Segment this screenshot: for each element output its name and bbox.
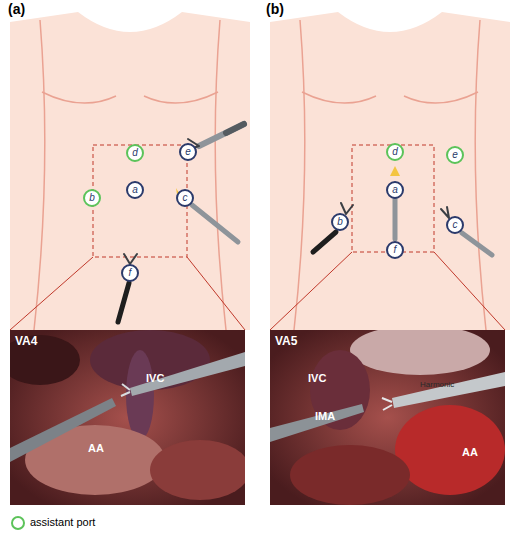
port-letter: c [183, 193, 188, 203]
port-letter: e [185, 147, 191, 157]
legend-entry: assistant port [30, 516, 95, 528]
port-letter: f [394, 245, 397, 255]
anatomy-label: IMA [315, 410, 335, 422]
port-circle: f [121, 264, 139, 282]
port-letter: b [89, 193, 95, 203]
port-circle: b [331, 213, 349, 231]
anatomy-label: AA [88, 442, 104, 454]
zoom-frame [10, 145, 505, 330]
view-label: VA4 [15, 335, 37, 348]
port-letter: e [452, 150, 458, 160]
anatomy-label: IVC [308, 372, 326, 384]
torso [10, 12, 510, 330]
port-circle: c [446, 216, 464, 234]
anatomy-label: IVC [146, 372, 164, 384]
port-circle: f [386, 241, 404, 259]
panel-label: (b) [266, 2, 284, 17]
legend-text: assistant port [30, 516, 95, 528]
assistant-port: b [83, 189, 101, 207]
anatomy-label: AA [462, 446, 478, 458]
port-circle: a [386, 181, 404, 199]
port-letter: a [392, 185, 398, 195]
port-letter: d [132, 148, 138, 158]
port-circle: e [179, 143, 197, 161]
port-letter: b [337, 217, 343, 227]
port-circle: c [176, 189, 194, 207]
instrument [313, 166, 492, 255]
port-letter: a [132, 185, 138, 195]
port-letter: d [392, 147, 398, 157]
port-circle: a [126, 181, 144, 199]
panel-label: (a) [8, 2, 25, 17]
instrument [118, 124, 244, 322]
port-letter: f [129, 268, 132, 278]
assistant-port: d [386, 143, 404, 161]
assistant-port: e [446, 146, 464, 164]
legend-symbol [12, 517, 24, 529]
view-label: VA5 [275, 335, 297, 348]
assistant-port: d [126, 144, 144, 162]
surgical-photo [270, 330, 505, 505]
surgical-photo [10, 330, 245, 505]
port-letter: c [453, 220, 458, 230]
instrument-text: Harmonic [420, 381, 454, 390]
